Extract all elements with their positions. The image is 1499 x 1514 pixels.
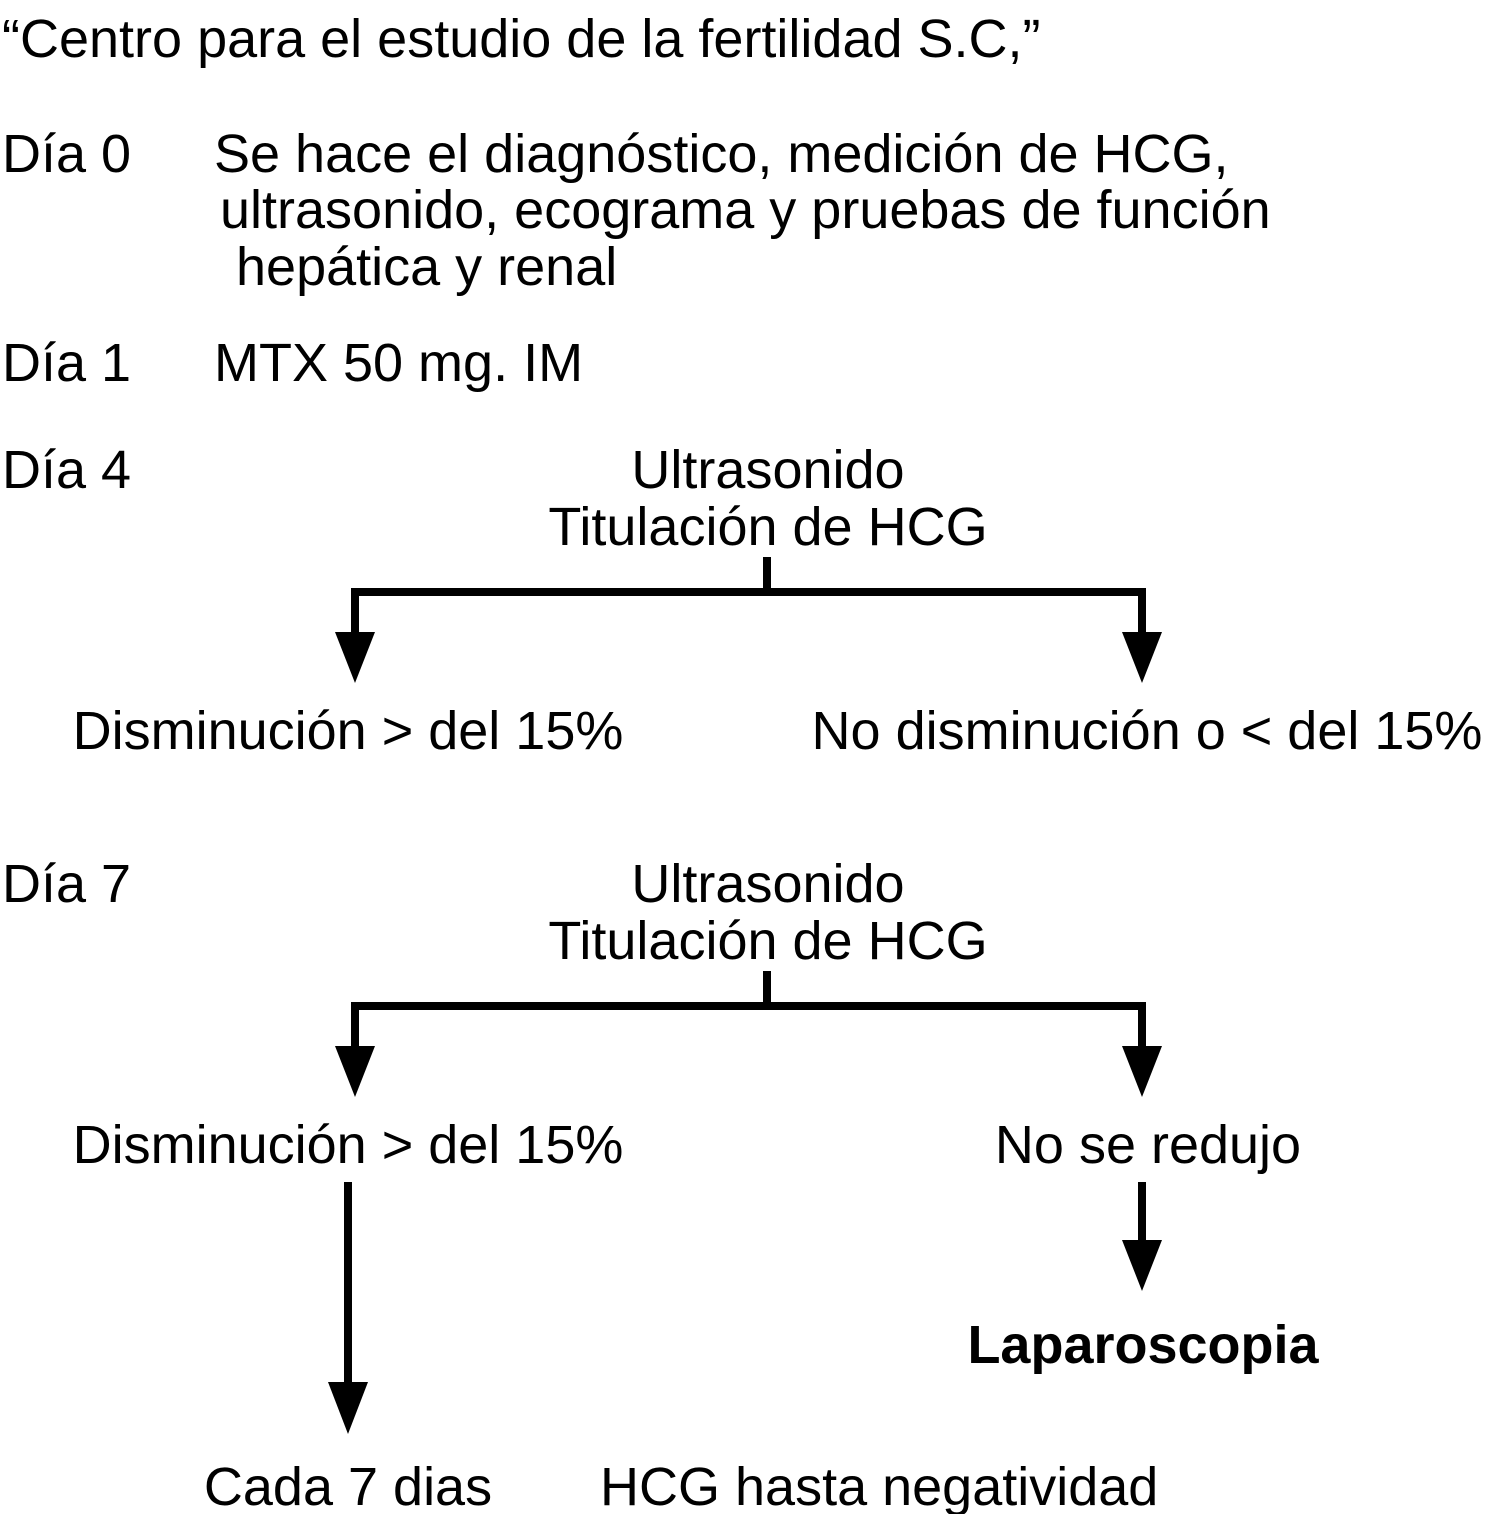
- day-7-left-arrowhead: [335, 1046, 375, 1097]
- day-4-left-arrowhead: [335, 632, 375, 683]
- day-4-label: Día 4: [2, 440, 132, 500]
- day-4-branch-line: [351, 588, 1146, 650]
- day-4-node-line-2: Titulación de HCG: [548, 497, 988, 557]
- day-7-right-arrowhead: [1122, 1046, 1162, 1097]
- follow-up-arrowhead: [328, 1382, 368, 1434]
- day-7-branch-line: [351, 1002, 1146, 1064]
- day-7-node-line-1: Ultrasonido: [631, 854, 905, 914]
- day-0-text-line-3: hepática y renal: [236, 237, 618, 297]
- day-0-label: Día 0: [2, 124, 132, 184]
- page-title: “Centro para el estudio de la fertilidad…: [2, 9, 1041, 69]
- day-7-left-outcome: Disminución > del 15%: [72, 1115, 624, 1175]
- day-4-right-outcome: No disminución o < del 15%: [811, 701, 1483, 761]
- laparoscopy-result: Laparoscopia: [967, 1315, 1319, 1375]
- day-4-right-arrowhead: [1122, 632, 1162, 683]
- follow-up-interval: Cada 7 dias: [203, 1457, 493, 1514]
- day-7-label: Día 7: [2, 854, 132, 914]
- laparoscopy-arrowhead: [1122, 1240, 1162, 1291]
- day-1-text: MTX 50 mg. IM: [214, 333, 584, 393]
- day-7-right-outcome: No se redujo: [994, 1115, 1302, 1175]
- day-1-label: Día 1: [2, 333, 132, 393]
- day-4-left-outcome: Disminución > del 15%: [72, 701, 624, 761]
- day-0-text-line-1: Se hace el diagnóstico, medición de HCG,: [214, 124, 1229, 184]
- day-7-node-line-2: Titulación de HCG: [548, 911, 988, 971]
- day-0-text-line-2: ultrasonido, ecograma y pruebas de funci…: [220, 180, 1271, 240]
- follow-up-hcg: HCG hasta negatividad: [600, 1457, 1159, 1514]
- day-4-node-line-1: Ultrasonido: [631, 440, 905, 500]
